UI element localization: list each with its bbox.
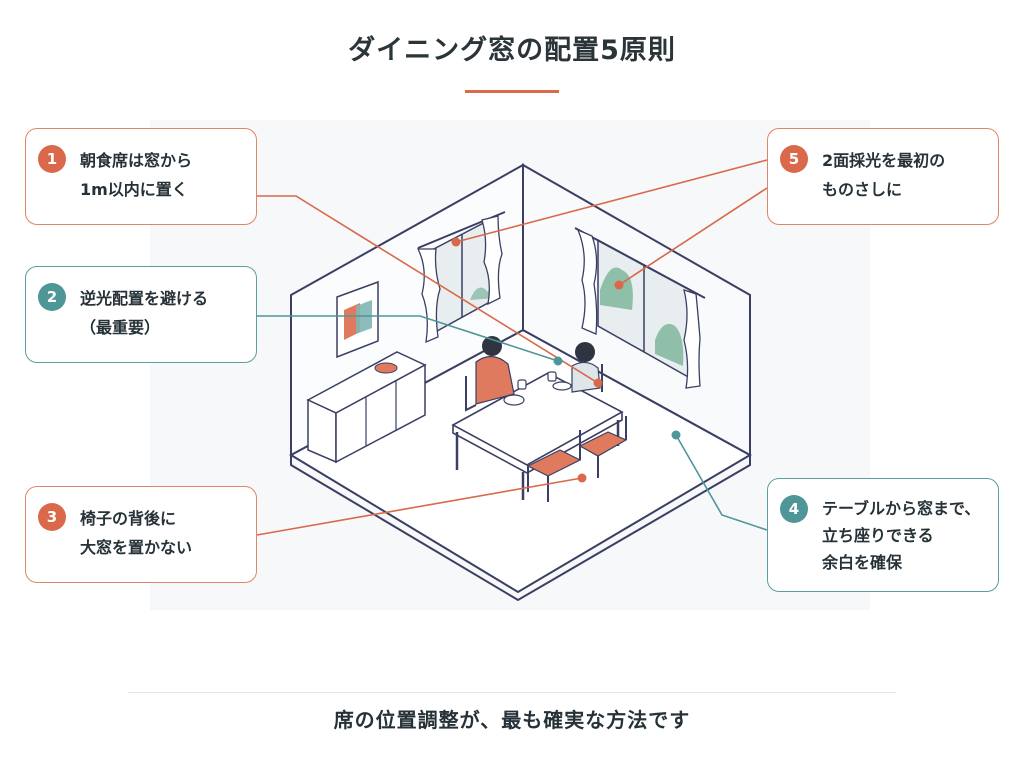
connector-4: [675, 434, 768, 531]
number-badge: 4: [780, 495, 808, 523]
principle-card-2: 2 逆光配置を避ける （最重要）: [25, 266, 257, 363]
connector-1: [257, 195, 599, 384]
page-title: ダイニング窓の配置5原則: [348, 35, 676, 66]
connectors: [256, 159, 768, 536]
connector-5a: [455, 159, 768, 243]
connector-5b: [618, 187, 768, 286]
principle-line: 立ち座りできる: [822, 526, 934, 545]
principle-line: テーブルから窓まで、: [822, 499, 981, 518]
principle-line: 逆光配置を避ける: [80, 289, 209, 308]
principle-line: 大窓を置かない: [80, 538, 193, 557]
number-badge: 1: [38, 145, 66, 173]
child-figure: [571, 342, 601, 393]
title-underline: [465, 90, 559, 93]
principle-card-1: 1 朝食席は窓から 1m以内に置く: [25, 128, 257, 225]
principle-line: 1m以内に置く: [80, 180, 188, 199]
chairs: [465, 364, 628, 502]
principle-text: 椅子の背後に 大窓を置かない: [80, 504, 192, 562]
right-window: [574, 227, 706, 389]
principle-text: 朝食席は窓から 1m以内に置く: [80, 146, 192, 204]
number-badge: 2: [38, 283, 66, 311]
principle-text: テーブルから窓まで、 立ち座りできる 余白を確保: [822, 495, 980, 576]
principle-line: 余白を確保: [822, 553, 903, 572]
number-badge: 3: [38, 503, 66, 531]
principle-card-3: 3 椅子の背後に 大窓を置かない: [25, 486, 257, 583]
left-window: [416, 211, 506, 344]
table-dishes: [503, 371, 572, 406]
principle-text: 逆光配置を避ける （最重要）: [80, 284, 208, 342]
sideboard: [306, 351, 427, 464]
principle-card-4: 4 テーブルから窓まで、 立ち座りできる 余白を確保: [767, 478, 999, 592]
connector-dots: [451, 237, 681, 483]
connector-2: [257, 315, 559, 362]
principle-card-5: 5 2面採光を最初の ものさしに: [767, 128, 999, 225]
footer-divider: [128, 692, 896, 693]
footer-message: 席の位置調整が、最も確実な方法です: [333, 708, 691, 732]
principle-line: ものさしに: [822, 180, 903, 199]
principle-line: 椅子の背後に: [80, 509, 177, 528]
number-badge: 5: [780, 145, 808, 173]
principle-line: 2面採光を最初の: [822, 151, 946, 170]
principle-line: （最重要）: [80, 318, 161, 337]
principle-text: 2面採光を最初の ものさしに: [822, 146, 945, 204]
principle-line: 朝食席は窓から: [80, 151, 193, 170]
wall-art: [336, 280, 379, 359]
connector-3: [256, 477, 583, 536]
